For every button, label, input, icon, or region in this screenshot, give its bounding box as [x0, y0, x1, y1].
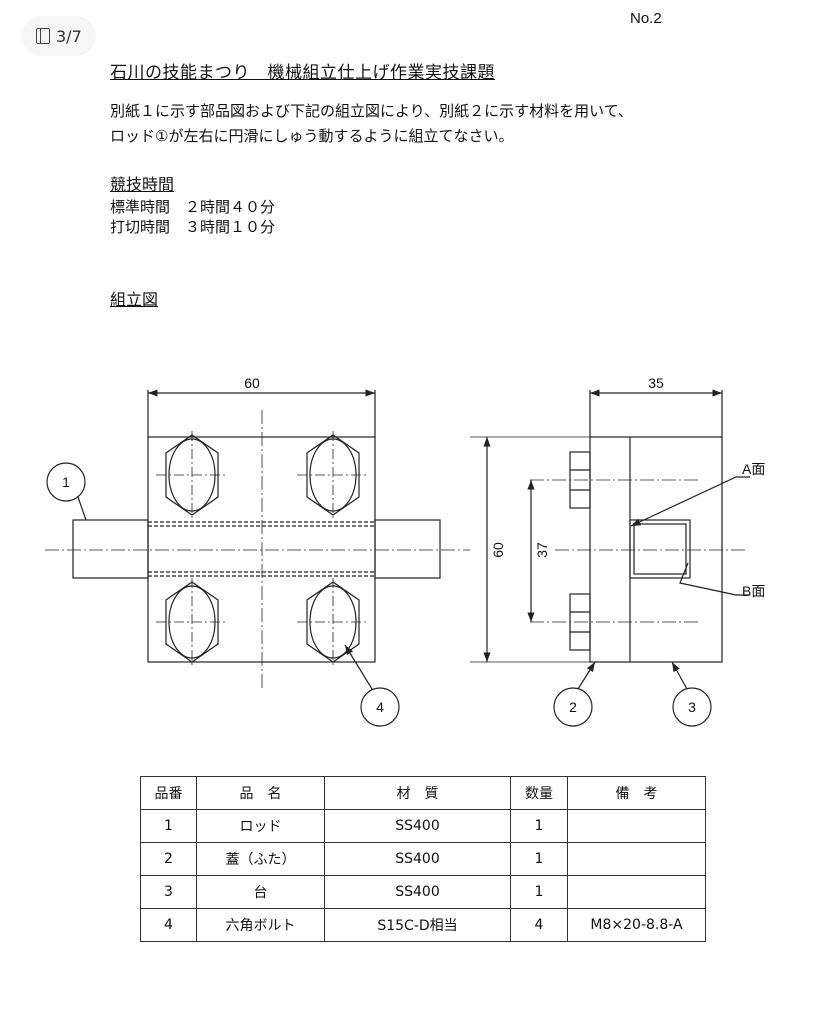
cell: 3 — [140, 875, 197, 909]
cell: 蓋（ふた） — [196, 842, 325, 876]
dim-inner: 37 — [534, 542, 550, 558]
cell — [567, 842, 706, 876]
cell: S15C-D相当 — [324, 908, 511, 942]
balloon-1: 1 — [62, 474, 70, 490]
page-indicator[interactable]: 3/7 — [22, 16, 96, 56]
time-heading: 競技時間 — [110, 175, 175, 194]
cell: SS400 — [324, 875, 511, 909]
cell: 4 — [510, 908, 568, 942]
dim-depth: 35 — [648, 375, 664, 391]
balloon-4: 4 — [376, 699, 384, 715]
bolt-head-icon — [156, 578, 228, 666]
cell: 2 — [140, 842, 197, 876]
front-view — [45, 389, 470, 690]
bolt-head-icon — [297, 431, 369, 519]
dim-width: 60 — [244, 375, 260, 391]
cell: 1 — [510, 875, 568, 909]
face-b-label: B面 — [742, 583, 765, 599]
table-header: 品番 品 名 材 質 数量 備 考 — [140, 776, 706, 810]
cell: 台 — [196, 875, 325, 909]
balloons: 1 2 3 4 — [46, 462, 712, 727]
balloon-3: 3 — [688, 699, 696, 715]
standard-time: 標準時間 ２時間４０分 — [110, 198, 276, 216]
doc-title: 石川の技能まつり 機械組立仕上げ作業実技課題 — [110, 63, 495, 83]
bolt-head-icon — [297, 578, 369, 666]
page-indicator-text: 3/7 — [56, 26, 82, 46]
header-cell: 材 質 — [324, 776, 511, 810]
cell — [567, 809, 706, 843]
balloon-2: 2 — [569, 699, 577, 715]
cell: 1 — [510, 809, 568, 843]
cell: SS400 — [324, 842, 511, 876]
cell: 六角ボルト — [196, 908, 325, 942]
cell: 1 — [510, 842, 568, 876]
header-cell: 品 名 — [196, 776, 325, 810]
cutoff-time: 打切時間 ３時間１０分 — [110, 218, 276, 236]
assembly-heading: 組立図 — [110, 290, 159, 309]
cell: M8×20-8.8-A — [567, 908, 706, 942]
bolt-head-icon — [156, 431, 228, 519]
page-number: No.2 — [630, 10, 662, 27]
face-a-label: A面 — [742, 461, 765, 477]
cell: 1 — [140, 809, 197, 843]
header-cell: 備 考 — [567, 776, 706, 810]
header-cell: 数量 — [510, 776, 568, 810]
cell: 4 — [140, 908, 197, 942]
sidebar-icon — [36, 28, 50, 44]
header-cell: 品番 — [140, 776, 197, 810]
side-view — [470, 389, 750, 663]
instruction-line-1: 別紙１に示す部品図および下記の組立図により、別紙２に示す材料を用いて、 — [110, 102, 633, 120]
instruction-line-2: ロッド①が左右に円滑にしゅう動するように組立てなさい。 — [110, 127, 514, 145]
cell: SS400 — [324, 809, 511, 843]
dim-height: 60 — [490, 542, 506, 558]
cell — [567, 875, 706, 909]
cell: ロッド — [196, 809, 325, 843]
